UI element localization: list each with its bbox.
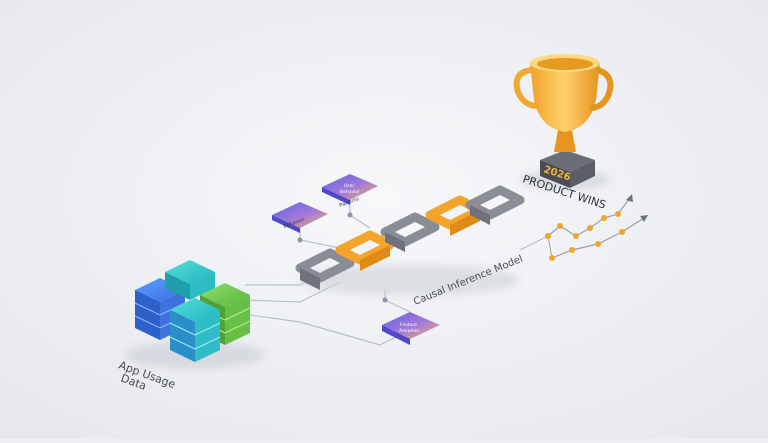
card-feature-label-line1: Feature [400, 322, 417, 328]
server-stack-icon [125, 260, 265, 369]
card-user-behavior: User Behavior Patterns [322, 174, 378, 209]
card-feature-label-line2: Adoption [399, 328, 419, 334]
card-behavior: Behavior [272, 202, 328, 233]
card-user-label-line2: Behavior [340, 189, 360, 195]
card-feature-adoption: Feature Adoption [382, 312, 440, 345]
chain-link-icon [295, 185, 525, 296]
connector-nodes [297, 212, 388, 303]
card-user-label-line1: User [344, 183, 354, 189]
trend-chart-icon [545, 194, 648, 261]
trophy-icon: 2026 [513, 54, 614, 190]
